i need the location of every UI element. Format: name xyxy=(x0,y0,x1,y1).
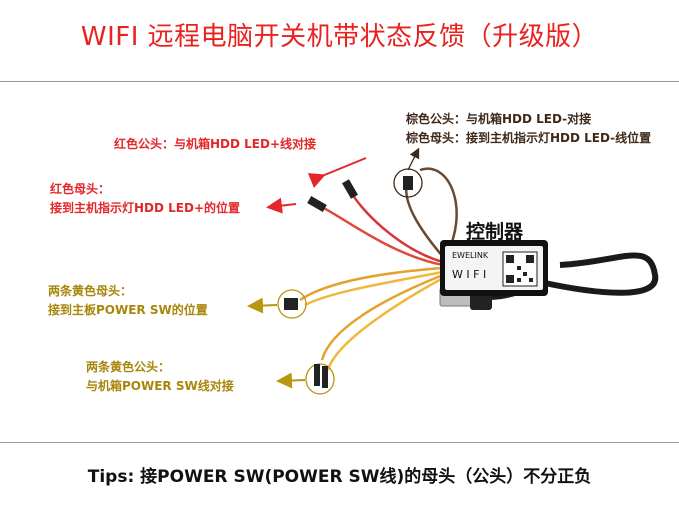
red-wire-1 xyxy=(348,189,444,264)
tips-text: Tips: 接POWER SW(POWER SW线)的母头（公头）不分正负 xyxy=(87,467,592,487)
arrow-red-female xyxy=(266,197,297,214)
arrow-yellow-male xyxy=(276,372,306,389)
label-yellow-female-title: 两条黄色母头： xyxy=(48,284,133,298)
label-yellow-male-desc: 与机箱POWER SW线对接 xyxy=(86,379,234,393)
label-red-female-title: 红色母头： xyxy=(50,182,111,196)
brown-wire-1 xyxy=(405,179,445,259)
qr-code-icon xyxy=(502,251,538,287)
device-label: W I F I xyxy=(452,268,486,281)
yellow-wire-1 xyxy=(299,266,444,302)
label-yellow-female-desc: 接到主板POWER SW的位置 xyxy=(48,303,208,317)
yellow-wire-3 xyxy=(320,273,444,361)
usb-cable xyxy=(539,252,659,296)
top-divider xyxy=(0,81,679,82)
label-yellow-male-title: 两条黄色公头： xyxy=(86,360,171,374)
arrow-red-male xyxy=(307,157,367,188)
yellow-wire-4 xyxy=(326,276,444,371)
page-title: WIFI 远程电脑开关机带状态反馈（升级版） xyxy=(80,22,599,52)
yellow-female-highlight xyxy=(277,289,307,319)
label-brown-male: 棕色公头：与机箱HDD LED-对接 xyxy=(406,112,592,126)
bottom-divider xyxy=(0,442,679,443)
label-brown-female: 棕色母头：接到主机指示灯HDD LED-线位置 xyxy=(406,131,652,145)
red-wire-2 xyxy=(317,203,444,267)
controller-box: EWELINK W I F I xyxy=(440,240,548,296)
arrow-brown xyxy=(407,147,420,171)
device-brand: EWELINK xyxy=(452,251,489,260)
arrow-yellow-female xyxy=(247,297,278,314)
yellow-wire-2 xyxy=(304,270,444,307)
label-red-female-desc: 接到主机指示灯HDD LED+的位置 xyxy=(50,201,241,215)
controller-label: 控制器 xyxy=(466,221,524,243)
label-red-male: 红色公头：与机箱HDD LED+线对接 xyxy=(114,137,317,151)
